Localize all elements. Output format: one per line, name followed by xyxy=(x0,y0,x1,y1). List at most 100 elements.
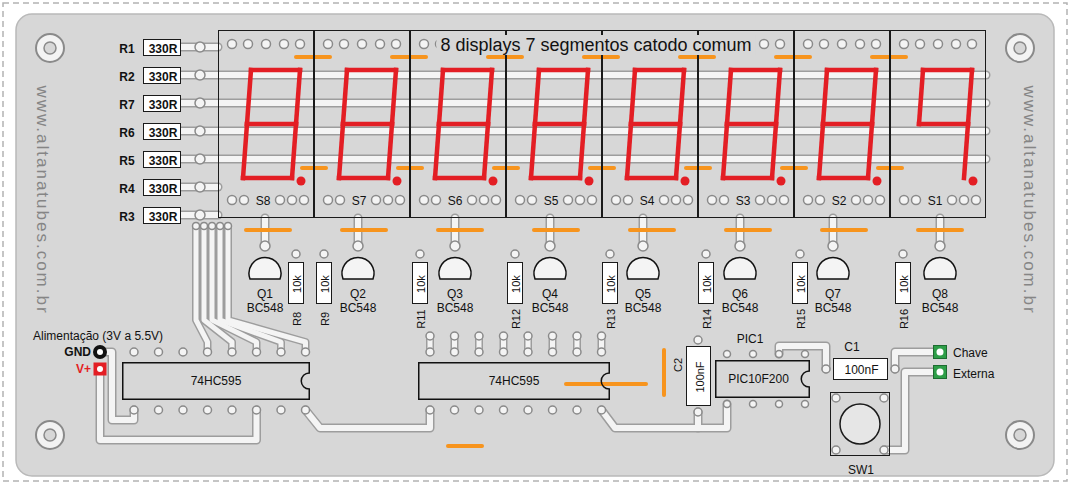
led-segment xyxy=(251,68,300,73)
gnd-pad xyxy=(93,345,107,359)
solder-pad xyxy=(420,196,429,205)
wire-jumper xyxy=(776,55,810,59)
switch-pad-hole xyxy=(937,369,944,376)
push-switch: SW1 xyxy=(830,392,890,456)
switch-pad xyxy=(934,346,947,359)
solder-pad xyxy=(856,40,865,49)
led-segment xyxy=(435,124,439,178)
solder-pad xyxy=(277,406,285,414)
solder-pad xyxy=(475,406,483,414)
led-segment xyxy=(531,176,580,181)
solder-pad xyxy=(500,332,508,340)
part-value: 10k xyxy=(899,275,910,293)
resistor-symbol: R4330R xyxy=(143,179,182,196)
led-segment xyxy=(727,122,776,127)
solder-pad xyxy=(724,351,731,358)
solder-pad xyxy=(240,196,249,205)
mounting-hole xyxy=(1006,421,1034,449)
solder-pad xyxy=(549,348,557,356)
solder-pad xyxy=(708,196,717,205)
solder-pad xyxy=(280,40,289,49)
part-reference: Q6 xyxy=(732,288,748,300)
traces xyxy=(100,47,986,450)
part-value: BC548 xyxy=(437,302,474,314)
led-segment xyxy=(964,124,968,178)
led-segment xyxy=(627,176,676,181)
chip-package: PIC1PIC10F200 xyxy=(715,360,810,398)
led-segment xyxy=(627,124,631,178)
part-value: BC548 xyxy=(247,302,284,314)
solder-pad xyxy=(528,196,537,205)
solder-pad xyxy=(195,154,205,164)
transistor-outline xyxy=(626,253,660,285)
part-value: BC548 xyxy=(722,302,759,314)
solder-pad xyxy=(549,332,557,340)
part-value: BC548 xyxy=(625,302,662,314)
pin-label: V+ xyxy=(76,363,91,375)
solder-pad xyxy=(475,348,483,356)
seven-segment-display: S8 xyxy=(218,30,314,218)
copper-trace xyxy=(306,410,431,428)
solder-pad xyxy=(416,250,424,258)
part-reference: R13 xyxy=(606,309,617,329)
trace-outline xyxy=(884,372,940,450)
part-value: 100nF xyxy=(844,364,878,376)
push-button xyxy=(840,404,880,444)
solder-pad xyxy=(912,196,921,205)
solder-pad xyxy=(838,40,847,49)
solder-pad xyxy=(500,406,508,414)
trace-outline xyxy=(181,183,218,192)
seven-segment-display: S1 xyxy=(890,30,986,218)
led-segment xyxy=(343,122,392,127)
solder-pad xyxy=(451,332,459,340)
wire-jumper xyxy=(342,228,386,232)
solder-pad xyxy=(179,406,187,414)
seven-segment-display: S2 xyxy=(794,30,890,218)
led-segment xyxy=(823,70,827,124)
led-segment xyxy=(392,70,396,124)
transistor-outline xyxy=(816,253,850,285)
transistor-body xyxy=(924,257,956,279)
part-reference: R8 xyxy=(292,312,303,326)
seven-segment-display: S3 xyxy=(698,30,794,218)
chip-body xyxy=(123,363,310,400)
solder-pad xyxy=(545,241,555,251)
solder-pad xyxy=(228,406,236,414)
solder-pad xyxy=(480,196,489,205)
switch-pad xyxy=(934,366,947,379)
vplus-pad-hole xyxy=(97,366,103,372)
part-reference: Q8 xyxy=(932,288,948,300)
solder-pad xyxy=(876,196,885,205)
solder-pad xyxy=(598,406,606,414)
transistor-outline xyxy=(438,253,472,285)
led-segment xyxy=(435,176,484,181)
solder-pad xyxy=(934,40,943,49)
solder-pad xyxy=(598,332,606,340)
mounting-hole-center xyxy=(1014,42,1026,54)
resistor-symbol: R6330R xyxy=(143,123,182,140)
part-reference: PIC1 xyxy=(737,333,764,345)
mounting-hole xyxy=(36,421,64,449)
part-reference: S1 xyxy=(928,195,943,207)
part-reference: R14 xyxy=(702,309,713,329)
solder-pad xyxy=(802,351,809,358)
solder-pad xyxy=(209,223,216,230)
chip-package: 74HC595 xyxy=(418,362,610,400)
solder-pad xyxy=(228,40,237,49)
solder-pad xyxy=(935,241,945,251)
solder-pad xyxy=(204,406,212,414)
wire-jumper xyxy=(584,55,618,59)
resistor-symbol: R1610k xyxy=(895,262,911,304)
solder-pad xyxy=(195,182,205,192)
wire-jumper xyxy=(630,228,674,232)
trace-outline xyxy=(181,43,218,52)
transistor-symbol: Q3BC548 xyxy=(438,253,472,285)
part-reference: S8 xyxy=(256,195,271,207)
solder-pad xyxy=(320,250,328,258)
seven-segment-display: S4 xyxy=(602,30,698,218)
solder-pad xyxy=(694,336,702,344)
led-decimal-point xyxy=(873,177,882,186)
part-value: PIC10F200 xyxy=(728,373,789,385)
solder-pad xyxy=(155,406,163,414)
part-value: 10k xyxy=(606,275,617,293)
